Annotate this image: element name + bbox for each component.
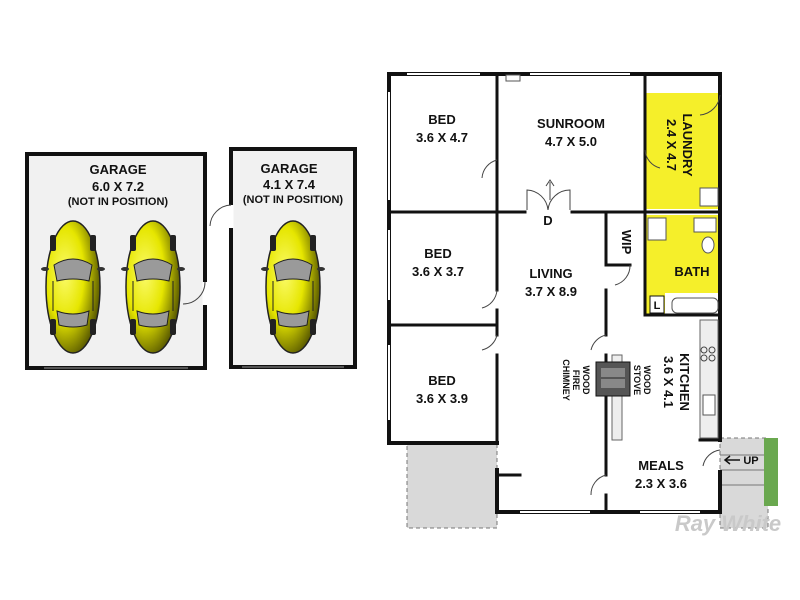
up-label: UP: [743, 455, 758, 467]
wood-stove-line-2: STOVE: [632, 365, 642, 395]
room-sunroom-name: SUNROOM: [537, 116, 605, 131]
room-kitchen-size: 3.6 X 4.1: [661, 356, 676, 408]
wood-fire-line-1: WOOD: [581, 366, 591, 395]
room-bed-3-name: BED: [428, 373, 455, 388]
room-bed-2-size: 3.6 X 3.7: [412, 264, 464, 279]
room-wip-name: WIP: [619, 230, 634, 255]
wood-fire-line-2: FIRE: [571, 370, 581, 391]
garage-2: GARAGE 4.1 X 7.4 (NOT IN POSITION): [209, 147, 357, 369]
room-bed-1-size: 3.6 X 4.7: [416, 130, 468, 145]
wood-fire-line-3: CHIMNEY: [561, 359, 571, 401]
room-bed-1-name: BED: [428, 112, 455, 127]
room-laundry-size: 2.4 X 4.7: [664, 119, 679, 171]
room-living-name: LIVING: [529, 266, 572, 281]
garage-1: GARAGE 6.0 X 7.2 (NOT IN POSITION): [25, 152, 208, 370]
room-laundry-name: LAUNDRY: [680, 113, 695, 176]
garage-2-name: GARAGE: [260, 161, 317, 176]
room-kitchen-name: KITCHEN: [677, 353, 692, 411]
room-meals-name: MEALS: [638, 458, 684, 473]
toilet-label: L: [654, 300, 661, 312]
garage-2-note: (NOT IN POSITION): [243, 194, 344, 206]
garage-2-size: 4.1 X 7.4: [263, 177, 316, 192]
garage-1-note: (NOT IN POSITION): [68, 196, 169, 208]
wood-stove-line-1: WOOD: [642, 366, 652, 395]
car-icon: [120, 220, 186, 354]
room-bed-3-size: 3.6 X 3.9: [416, 391, 468, 406]
room-sunroom-size: 4.7 X 5.0: [545, 134, 597, 149]
garage-1-name: GARAGE: [89, 162, 146, 177]
door-label: D: [543, 213, 552, 228]
car-icon: [40, 220, 106, 354]
room-meals-size: 2.3 X 3.6: [635, 476, 687, 491]
car-icon: [260, 220, 326, 354]
brand-watermark: Ray White: [675, 511, 781, 536]
room-bath-name: BATH: [674, 264, 709, 279]
house: [387, 72, 778, 529]
up-arrow-icon: [723, 455, 740, 465]
room-bed-2-name: BED: [424, 246, 451, 261]
garage-1-size: 6.0 X 7.2: [92, 179, 144, 194]
room-living-size: 3.7 X 8.9: [525, 284, 577, 299]
